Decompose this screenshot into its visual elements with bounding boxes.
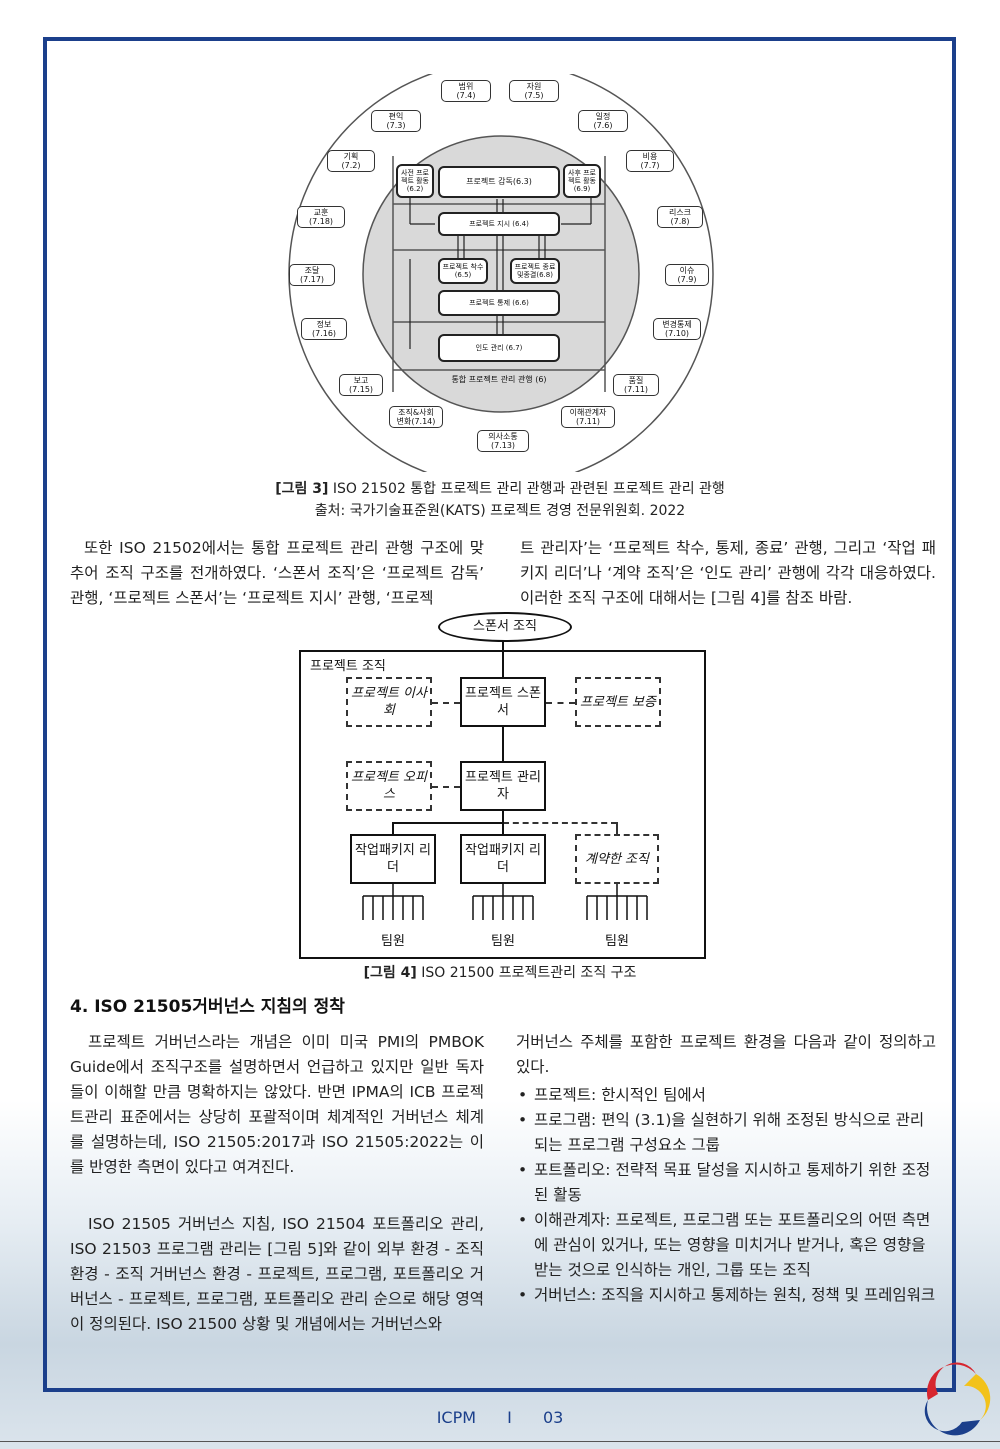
- page-frame: [43, 37, 956, 1392]
- footer-separator: I: [507, 1408, 512, 1427]
- process-stakeholder: 이해관계자(7.11): [561, 406, 615, 428]
- fig3-circles: [288, 74, 714, 472]
- process-change-control: 변경통제(7.10): [653, 318, 701, 340]
- process-quality: 품질(7.11): [613, 374, 659, 396]
- dash-branch-right: [503, 822, 617, 824]
- logo-icon: [924, 1362, 991, 1436]
- project-close: 프로젝트 종료 및종결(6.8): [510, 258, 560, 284]
- figure-4-caption: [그림 4] ISO 21500 프로젝트관리 조직 구조: [0, 962, 1000, 982]
- process-procurement: 조달(7.17): [289, 264, 335, 286]
- section-4-title: 4. ISO 21505거버넌스 지침의 정착: [70, 997, 345, 1017]
- process-communication: 의사소통(7.13): [477, 430, 529, 452]
- process-issue: 이슈(7.9): [665, 264, 709, 286]
- figure-3-caption-text: ISO 21502 통합 프로젝트 관리 관행과 관련된 프로젝트 관리 관행: [328, 481, 725, 497]
- paragraph-2: 프로젝트 거버넌스라는 개념은 이미 미국 PMI의 PMBOK Guide에서…: [70, 1033, 484, 1176]
- figure-4-caption-text: ISO 21500 프로젝트관리 조직 구조: [416, 965, 637, 981]
- project-org-label: 프로젝트 조직: [310, 659, 386, 674]
- figure-3-source: 출처: 국가기술표준원(KATS) 프로젝트 경영 전문위원회. 2022: [314, 503, 686, 519]
- line-sponsor-manager: [502, 727, 504, 761]
- project-org-frame: [299, 650, 706, 959]
- process-scope: 범위(7.4): [441, 80, 491, 102]
- team-label-3: 팀원: [605, 934, 629, 949]
- team-label-1: 팀원: [381, 934, 405, 949]
- figure-4-label: [그림 4]: [363, 965, 417, 981]
- project-board-box: 프로젝트 이사회: [346, 677, 432, 727]
- definition-portfolio: 포트폴리오: 전략적 목표 달성을 지시하고 통제하기 위한 조정된 활동: [516, 1158, 936, 1208]
- pre-project-activities: 사전 프로젝트 활동(6.2): [396, 164, 434, 198]
- process-resource: 자원(7.5): [509, 80, 559, 102]
- paragraph-3: ISO 21505 거버넌스 지침, ISO 21504 포트폴리오 관리, I…: [70, 1215, 484, 1333]
- dash-office-manager: [432, 786, 460, 788]
- project-assurance-box: 프로젝트 보증: [575, 677, 661, 727]
- footer-brand: ICPM: [436, 1408, 477, 1427]
- project-control: 프로젝트 통제 (6.6): [438, 290, 560, 316]
- work-package-leader-1: 작업패키지 리더: [350, 834, 436, 884]
- process-lessons: 교훈(7.18): [297, 206, 345, 228]
- line-to-wp2: [502, 822, 504, 834]
- paragraph-4: 거버넌스 주체를 포함한 프로젝트 환경을 다음과 같이 정의하고 있다.: [516, 1033, 936, 1076]
- figure-3-diagram: 범위(7.4) 자원(7.5) 편익(7.3) 일정(7.6) 기획(7.2) …: [283, 74, 719, 472]
- process-information: 정보(7.16): [301, 318, 347, 340]
- process-schedule: 일정(7.6): [578, 110, 628, 132]
- team-member-trees: [362, 884, 648, 920]
- bottom-rule: [0, 1441, 1000, 1442]
- process-cost: 비용(7.7): [626, 150, 674, 172]
- paragraph-1-right: 트 관리자’는 ‘프로젝트 착수, 통제, 종료’ 관행, 그리고 ‘작업 패키…: [520, 539, 936, 607]
- definition-stakeholder: 이해관계자: 프로젝트, 프로그램 또는 포트폴리오의 어떤 측면에 관심이 있…: [516, 1208, 936, 1283]
- line-to-wp1: [392, 822, 394, 834]
- project-start: 프로젝트 착수(6.5): [438, 258, 488, 284]
- definition-list: 프로젝트: 한시적인 팀에서 프로그램: 편익 (3.1)을 실현하기 위해 조…: [516, 1083, 936, 1308]
- integrated-practice-label: 통합 프로젝트 관리 관행 (6): [451, 375, 547, 384]
- contracted-org-box: 계약한 조직: [575, 834, 659, 884]
- process-planning: 기획(7.2): [327, 150, 375, 172]
- project-manager-box: 프로젝트 관리자: [460, 761, 546, 811]
- project-direction: 프로젝트 지시 (6.4): [438, 212, 560, 236]
- delivery-management: 인도 관리 (6.7): [438, 334, 560, 362]
- sponsor-org-ellipse: 스폰서 조직: [438, 612, 572, 642]
- definition-governance: 거버넌스: 조직을 지시하고 통제하는 원칙, 정책 및 프레임워크: [516, 1283, 936, 1308]
- project-office-box: 프로젝트 오피스: [346, 761, 432, 811]
- project-sponsor-box: 프로젝트 스폰서: [460, 677, 546, 727]
- footer: ICPM I 03: [0, 1408, 1000, 1427]
- figure-3-label: [그림 3]: [275, 481, 329, 497]
- process-benefit: 편익(7.3): [371, 110, 421, 132]
- dash-board-sponsor: [432, 702, 460, 704]
- line-sponsor-to-org: [502, 640, 504, 677]
- process-risk: 리스크(7.8): [657, 206, 703, 228]
- definition-program: 프로그램: 편익 (3.1)을 실현하기 위해 조정된 방식으로 관리되는 프로…: [516, 1108, 936, 1158]
- project-oversight: 프로젝트 감독(6.3): [438, 166, 560, 198]
- figure-3-caption: [그림 3] ISO 21502 통합 프로젝트 관리 관행과 관련된 프로젝트…: [0, 478, 1000, 498]
- paragraph-1-left: 또한 ISO 21502에서는 통합 프로젝트 관리 관행 구조에 맞추어 조직…: [70, 539, 484, 607]
- line-branch-left: [393, 822, 503, 824]
- definition-project: 프로젝트: 한시적인 팀에서: [516, 1083, 936, 1108]
- team-label-2: 팀원: [491, 934, 515, 949]
- dash-to-contract: [616, 822, 618, 834]
- post-project-activities: 사후 프로젝트 활동(6.9): [563, 164, 601, 198]
- dash-sponsor-assurance: [546, 702, 575, 704]
- work-package-leader-2: 작업패키지 리더: [460, 834, 546, 884]
- line-manager-down: [502, 811, 504, 823]
- process-reporting: 보고(7.15): [339, 374, 383, 396]
- footer-page-number: 03: [542, 1408, 564, 1427]
